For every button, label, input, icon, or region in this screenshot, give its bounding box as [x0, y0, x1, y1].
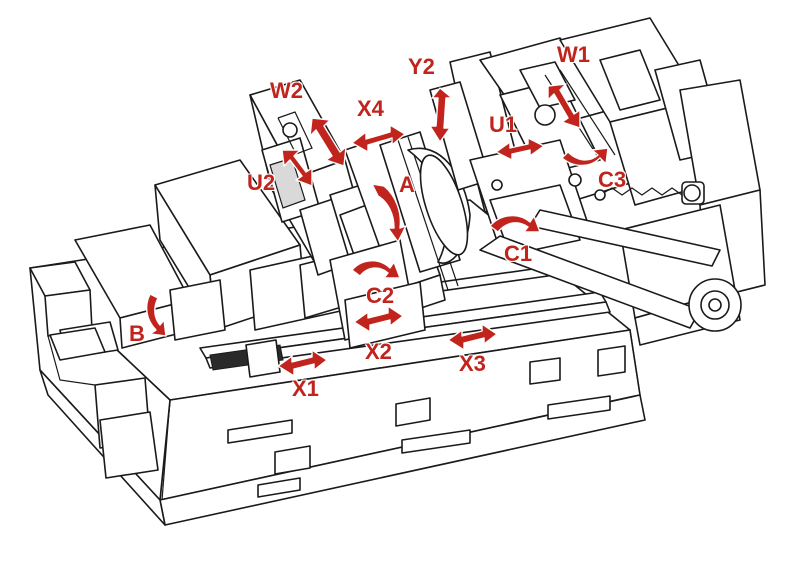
- axis-label-y2: Y2: [408, 54, 435, 79]
- axis-label-x4: X4: [357, 96, 384, 121]
- motion-arrows: [145, 83, 609, 377]
- x1-arrow: [277, 349, 328, 377]
- axis-label-w1: W1: [557, 42, 590, 67]
- u1-arrow: [495, 137, 545, 161]
- axis-label-x2: X2: [365, 339, 392, 364]
- axis-label-x3: X3: [459, 351, 486, 376]
- axis-label-c1: C1: [504, 241, 533, 266]
- c3-arrow: [561, 147, 609, 167]
- a-arrow: [371, 183, 407, 243]
- axis-label-a: A: [399, 172, 415, 197]
- axis-label-w2: W2: [270, 78, 303, 103]
- w1-arrow: [547, 83, 581, 129]
- work-slide: [49, 159, 366, 361]
- w2-arrow: [309, 117, 347, 167]
- axis-label-u2: U2: [247, 170, 276, 195]
- x4-arrow: [351, 124, 406, 153]
- axis-label-b: B: [129, 321, 145, 346]
- axis-label-c3: C3: [598, 167, 627, 192]
- c1-arrow: [489, 215, 541, 233]
- axis-label-u1: U1: [489, 112, 518, 137]
- x3-arrow: [447, 323, 498, 351]
- axis-label-x1: X1: [292, 376, 319, 401]
- u2-arrow: [281, 149, 313, 187]
- b-arrow: [145, 293, 167, 337]
- x2-arrow: [353, 305, 404, 333]
- axis-label-c2: C2: [366, 283, 395, 308]
- c2-arrow: [351, 260, 401, 279]
- y2-arrow: [429, 87, 453, 143]
